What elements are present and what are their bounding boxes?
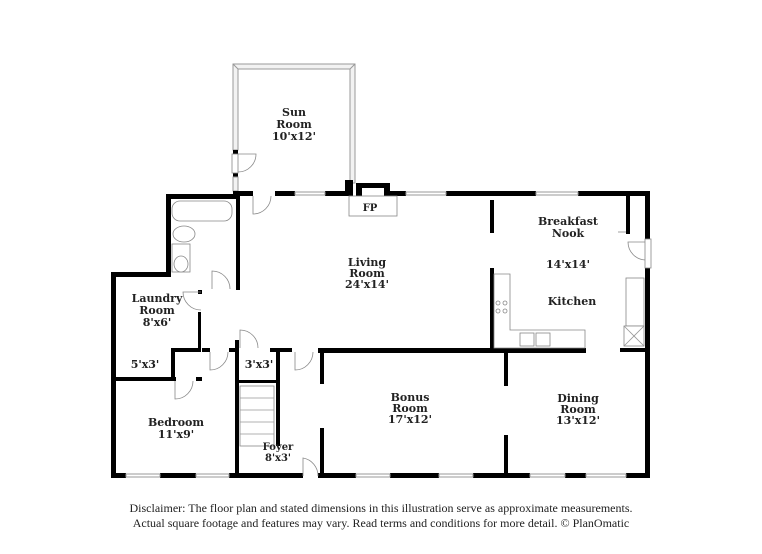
dining-room-dims: 13'x12' <box>556 414 600 427</box>
sun-room-label-2: Room <box>276 118 312 131</box>
living-room-dims: 24'x14' <box>345 278 389 291</box>
foyer-dims: 8'x3' <box>265 453 291 464</box>
dining-room-label-2: Room <box>560 403 596 416</box>
closet-left-dims: 5'x3' <box>131 358 160 371</box>
laundry-room-label: Laundry <box>132 292 183 305</box>
disclaimer-line-1: Disclaimer: The floor plan and stated di… <box>129 501 633 515</box>
living-room-label: Living <box>348 256 386 269</box>
walls <box>111 180 650 478</box>
bonus-room-dims: 17'x12' <box>388 413 432 426</box>
breakfast-nook-label: Breakfast <box>538 215 599 228</box>
bedroom-label: Bedroom <box>148 416 204 429</box>
sun-room-dims: 10'x12' <box>272 130 316 143</box>
windows <box>125 191 627 478</box>
disclaimer-line-2: Actual square footage and features may v… <box>132 516 630 530</box>
staircase <box>239 385 275 447</box>
sun-room-label: Sun <box>282 106 306 119</box>
breakfast-nook-dims: 14'x14' <box>546 258 590 271</box>
closet-center-dims: 3'x3' <box>245 358 274 371</box>
laundry-room-label-2: Room <box>139 304 175 317</box>
breakfast-nook-label-2: Nook <box>552 227 585 240</box>
room-labels: Sun Room 10'x12' FP Living Room 24'x14' … <box>131 106 600 464</box>
foyer-label: Foyer <box>263 442 294 453</box>
kitchen-label: Kitchen <box>548 295 597 308</box>
dining-room-label: Dining <box>557 392 599 405</box>
laundry-room-dims: 8'x6' <box>143 316 172 329</box>
fixtures <box>171 195 645 447</box>
bonus-room-label: Bonus <box>391 391 430 404</box>
living-room-label-2: Room <box>349 267 385 280</box>
fireplace-label: FP <box>363 203 378 214</box>
bedroom-dims: 11'x9' <box>158 428 194 441</box>
bonus-room-label-2: Room <box>392 402 428 415</box>
doors <box>174 195 652 477</box>
